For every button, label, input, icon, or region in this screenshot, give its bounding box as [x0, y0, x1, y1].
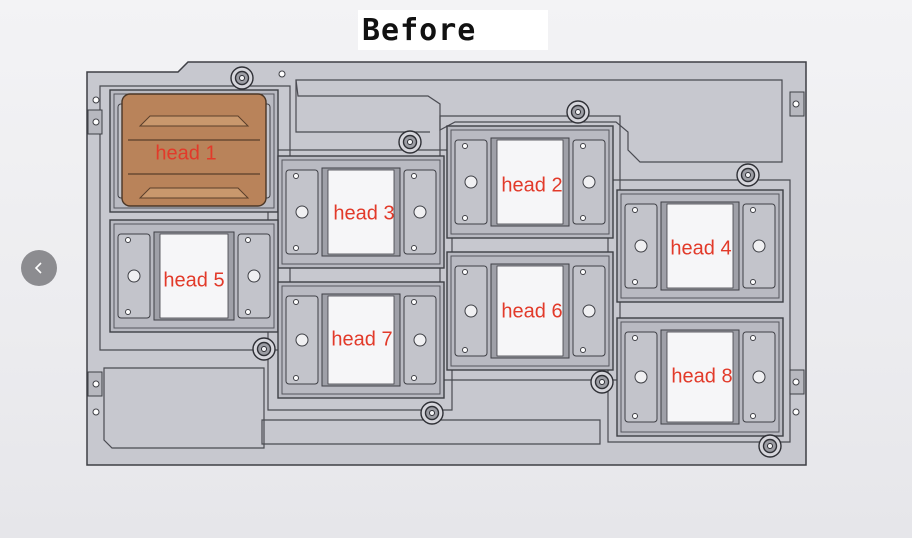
- screw-6: [590, 370, 614, 394]
- head-label-2: head 2: [501, 174, 562, 196]
- title-box: Before: [358, 10, 548, 50]
- screw-2: [566, 100, 590, 124]
- heads-layer: [109, 89, 784, 437]
- head-module-5: [109, 219, 279, 333]
- mount-holes: [92, 70, 800, 416]
- head-module-4: [616, 189, 784, 303]
- head-label-3: head 3: [333, 202, 394, 224]
- screw-3: [398, 130, 422, 154]
- head-module-1: [109, 89, 279, 213]
- labels-layer: head 1 head 2 head 3 head 4 head 5 head 6 head…: [155, 142, 732, 387]
- head-label-7: head 7: [331, 328, 392, 350]
- prev-slide-button[interactable]: [21, 250, 57, 286]
- head-label-8: head 8: [671, 365, 732, 387]
- head-label-1: head 1: [155, 142, 216, 164]
- diagram-title: Before: [362, 12, 477, 48]
- head-module-8: [616, 317, 784, 437]
- head-1-highlight: [121, 93, 267, 207]
- screw-8: [758, 434, 782, 458]
- head-module-3: [277, 155, 445, 269]
- screw-4: [736, 163, 760, 187]
- screws-layer: [230, 66, 782, 458]
- head-module-2: [446, 125, 614, 239]
- head-label-6: head 6: [501, 300, 562, 322]
- head-module-7: [277, 281, 445, 399]
- head-label-5: head 5: [163, 269, 224, 291]
- head-label-4: head 4: [670, 237, 731, 259]
- screw-5: [252, 337, 276, 361]
- screw-7: [420, 401, 444, 425]
- screw-1: [230, 66, 254, 90]
- head-module-6: [446, 251, 614, 371]
- chevron-left-icon: [34, 262, 42, 274]
